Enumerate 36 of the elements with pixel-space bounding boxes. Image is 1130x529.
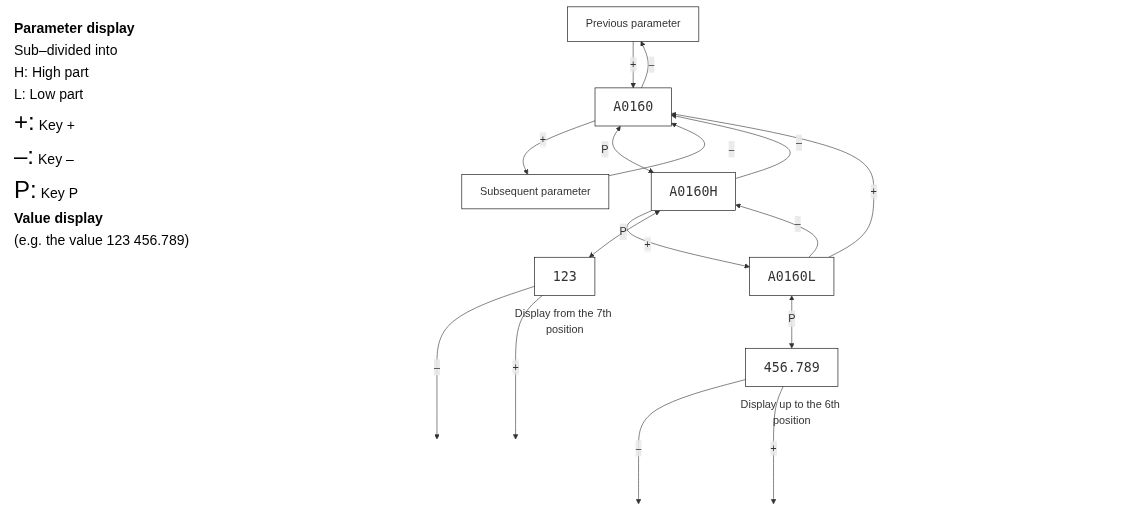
- node-box: A0160: [594, 87, 672, 127]
- node-box: 123: [534, 256, 596, 296]
- node-box: A0160H: [650, 172, 736, 211]
- edge-label: +: [770, 442, 777, 455]
- edge-label: P: [619, 225, 627, 238]
- node-box: Subsequent parameter: [461, 174, 610, 210]
- node-box: A0160L: [749, 256, 835, 296]
- edge-label: +: [630, 58, 637, 71]
- edge-label: –: [433, 360, 440, 374]
- note-text: Sub–divided into: [14, 42, 118, 58]
- note-text: (e.g. the value 123 456.789): [14, 232, 190, 248]
- section-heading: Parameter display: [14, 20, 135, 36]
- node-label: Display up to the 6th position: [740, 398, 840, 427]
- key-symbol: P:: [14, 176, 37, 203]
- node-box: 456.789: [745, 347, 839, 387]
- edge-label: –: [635, 442, 642, 455]
- edge-label: +: [512, 360, 519, 374]
- key-description: Key +: [38, 117, 75, 133]
- section-heading: Value display: [14, 210, 103, 226]
- node-label: Display from the 7th position: [514, 307, 612, 336]
- key-description: Key P: [40, 185, 79, 201]
- node-box: Previous parameter: [567, 6, 700, 42]
- edge-label: –: [728, 142, 735, 156]
- edge-label: –: [795, 136, 802, 149]
- note-text: L: Low part: [14, 86, 84, 102]
- key-symbol: –:: [14, 142, 34, 169]
- key-symbol: +:: [14, 108, 35, 135]
- note-text: H: High part: [14, 64, 89, 80]
- edge-label: +: [539, 133, 547, 146]
- edge-label: +: [644, 238, 651, 251]
- edge-label: –: [794, 217, 801, 230]
- key-description: Key –: [38, 151, 74, 167]
- edge-label: P: [788, 312, 796, 325]
- edge-label: –: [648, 58, 655, 71]
- edge-label: P: [601, 142, 609, 156]
- edge-label: +: [870, 185, 877, 198]
